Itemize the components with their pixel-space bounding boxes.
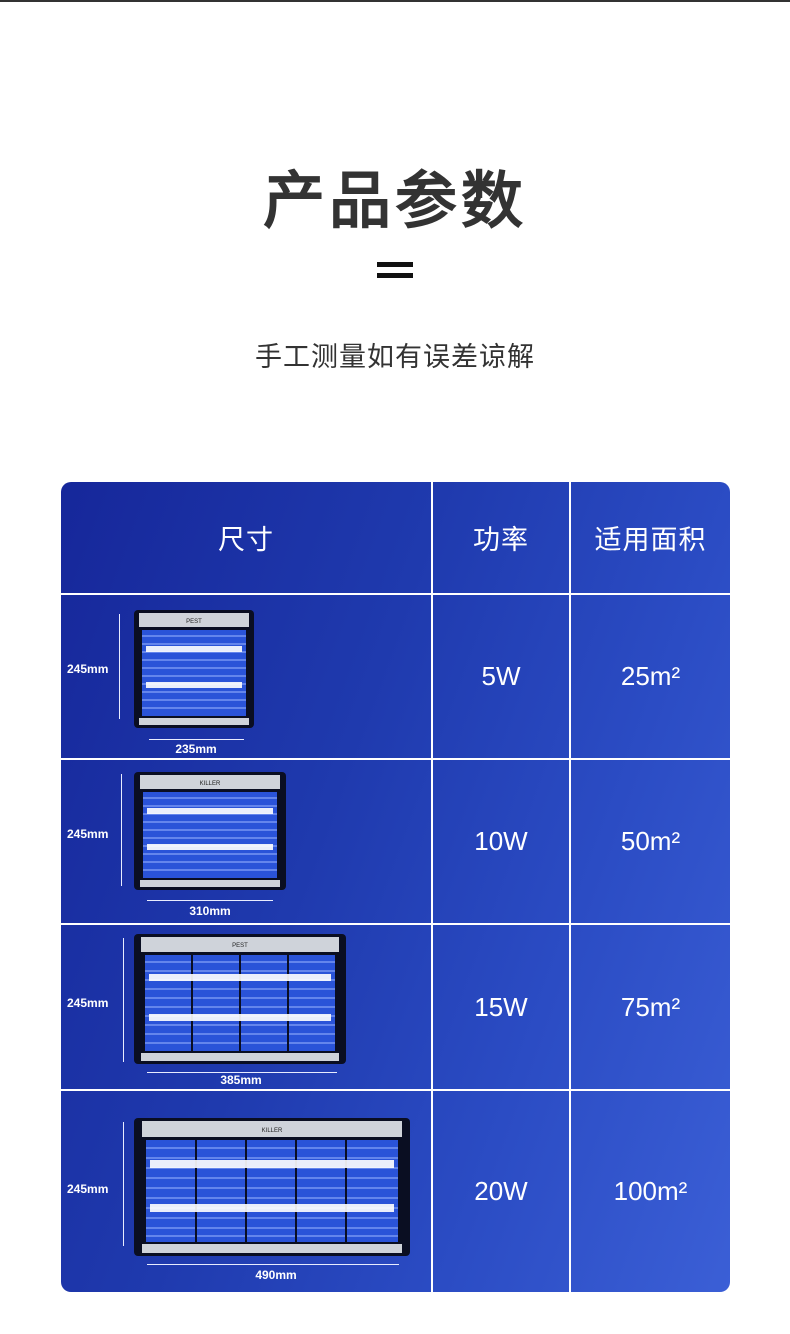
height-ruler — [123, 1122, 124, 1246]
row-divider — [61, 593, 730, 595]
power-value: 10W — [474, 826, 528, 856]
area-value: 75m² — [620, 991, 681, 1022]
brand-label: KILLER — [262, 1128, 283, 1134]
dimension-width: 235mm — [175, 742, 217, 756]
brand-label: PEST — [232, 943, 248, 949]
header-power: 功率 — [473, 525, 529, 555]
page-subtitle: 手工测量如有误差谅解 — [255, 342, 535, 372]
column-divider — [431, 482, 433, 1292]
row-divider — [61, 1089, 730, 1091]
dimension-height: 245mm — [67, 827, 109, 841]
spec-table: 尺寸 功率 适用面积 245mm PEST 235mm 5W 25m² 245m… — [61, 482, 730, 1292]
dimension-width: 310mm — [189, 904, 231, 918]
dimension-height: 245mm — [67, 1182, 109, 1196]
width-ruler — [147, 900, 273, 901]
brand-label: KILLER — [200, 781, 221, 787]
height-ruler — [121, 774, 122, 886]
brand-label: PEST — [186, 619, 202, 625]
equals-divider-icon — [377, 262, 413, 278]
dimension-height: 245mm — [67, 662, 109, 676]
top-divider-line — [0, 0, 790, 2]
dimension-width: 490mm — [255, 1268, 297, 1282]
row-divider — [61, 758, 730, 760]
page-title: 产品参数 — [262, 167, 527, 236]
dimension-height: 245mm — [67, 996, 109, 1010]
column-divider — [569, 482, 571, 1292]
row-divider — [61, 923, 730, 925]
area-value: 50m² — [620, 826, 681, 856]
area-value: 100m² — [613, 1176, 688, 1206]
header-area: 适用面积 — [594, 525, 707, 555]
area-value: 25m² — [620, 661, 681, 691]
width-ruler — [149, 739, 244, 740]
height-ruler — [119, 614, 120, 719]
power-value: 20W — [474, 1176, 528, 1206]
power-value: 5W — [481, 661, 521, 691]
width-ruler — [147, 1264, 399, 1265]
height-ruler — [123, 938, 124, 1062]
header-size: 尺寸 — [218, 525, 274, 555]
bug-zapper-image: PEST — [134, 610, 254, 728]
bug-zapper-image: PEST — [134, 934, 346, 1064]
bug-zapper-image: KILLER — [134, 1118, 410, 1256]
power-value: 15W — [474, 991, 528, 1022]
width-ruler — [147, 1072, 337, 1073]
dimension-width: 385mm — [220, 1073, 262, 1087]
bug-zapper-image: KILLER — [134, 772, 286, 890]
